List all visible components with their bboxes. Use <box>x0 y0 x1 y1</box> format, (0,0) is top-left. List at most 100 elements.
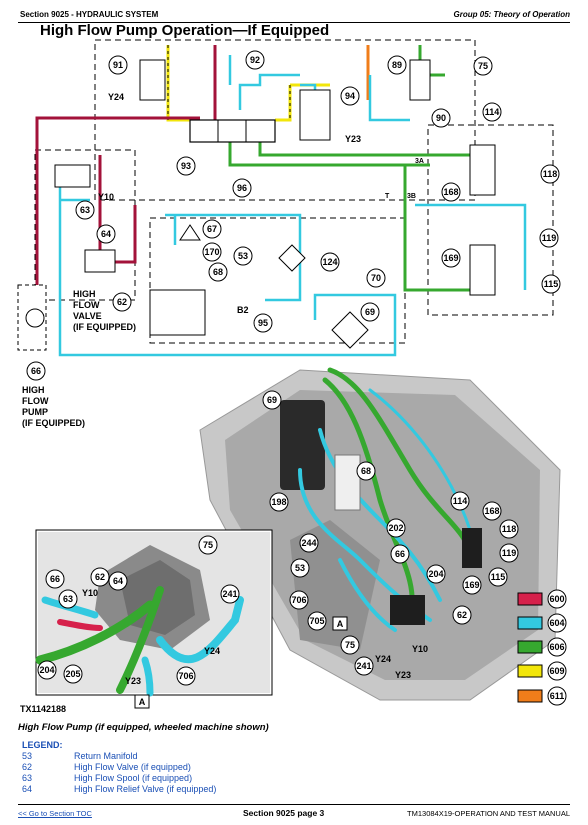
callout-95: 95 <box>253 313 273 333</box>
svg-text:198: 198 <box>271 497 286 507</box>
detail-inset <box>35 529 273 697</box>
control-valve-93 <box>189 119 276 143</box>
svg-text:66: 66 <box>50 574 60 584</box>
callout-p62: 62 <box>452 605 472 625</box>
callout-124: 124 <box>320 252 340 272</box>
callout-64: 64 <box>96 224 116 244</box>
callout-p66: 66 <box>390 544 410 564</box>
svg-text:62: 62 <box>95 572 105 582</box>
callout-i66: 66 <box>45 569 65 589</box>
page-number: Section 9025 page 3 <box>243 808 325 818</box>
svg-text:204: 204 <box>428 569 443 579</box>
svg-text:170: 170 <box>204 247 219 257</box>
schematic-labels: Y24 Y23 Y10 B2 T 3A 3B HIGH FLOW VALVE (… <box>22 92 424 428</box>
callout-p53: 53 <box>290 558 310 578</box>
filter-124 <box>278 244 306 272</box>
svg-text:169: 169 <box>464 580 479 590</box>
callout-115: 115 <box>541 274 561 294</box>
callout-94: 94 <box>340 86 360 106</box>
svg-text:T: T <box>385 193 390 200</box>
callout-p706: 706 <box>289 590 309 610</box>
figure-caption: High Flow Pump (if equipped, wheeled mac… <box>18 722 269 733</box>
svg-text:606: 606 <box>549 642 564 652</box>
battery-pack <box>280 400 325 490</box>
callout-89: 89 <box>387 55 407 75</box>
callout-iA: A <box>134 694 150 709</box>
svg-text:(IF EQUIPPED): (IF EQUIPPED) <box>22 418 85 428</box>
svg-text:HIGH: HIGH <box>73 289 96 299</box>
svg-text:118: 118 <box>543 169 558 179</box>
color-legend-600: 600 <box>517 589 567 609</box>
svg-text:168: 168 <box>484 506 499 516</box>
callout-p69: 69 <box>262 390 282 410</box>
callout-90: 90 <box>431 108 451 128</box>
high-flow-valve-photo <box>390 595 425 625</box>
callout-i75: 75 <box>198 535 218 555</box>
callout-i706: 706 <box>176 666 196 686</box>
svg-text:Y23: Y23 <box>345 134 361 144</box>
callout-114: 114 <box>482 102 502 122</box>
callout-p75: 75 <box>340 635 360 655</box>
legend-heading: LEGEND: <box>22 740 63 750</box>
svg-text:3A: 3A <box>415 158 424 165</box>
svg-text:611: 611 <box>550 691 565 701</box>
svg-text:FLOW: FLOW <box>22 396 49 406</box>
callout-p168: 168 <box>482 501 502 521</box>
svg-text:Y23: Y23 <box>395 670 411 680</box>
callout-i62: 62 <box>90 567 110 587</box>
page-title: High Flow Pump Operation—If Equipped <box>40 22 330 39</box>
svg-text:90: 90 <box>436 113 446 123</box>
svg-text:63: 63 <box>80 205 90 215</box>
svg-text:93: 93 <box>181 161 191 171</box>
callout-69: 69 <box>360 302 380 322</box>
svg-text:53: 53 <box>238 251 248 261</box>
svg-text:63: 63 <box>63 594 73 604</box>
svg-text:169: 169 <box>443 253 458 263</box>
svg-text:Y10: Y10 <box>412 644 428 654</box>
callout-p118: 118 <box>499 519 519 539</box>
section-title: Section 9025 - HYDRAULIC SYSTEM <box>20 10 159 19</box>
callout-i205: 205 <box>63 664 83 684</box>
callout-p204: 204 <box>426 564 446 584</box>
svg-text:706: 706 <box>178 671 193 681</box>
svg-text:202: 202 <box>388 523 403 533</box>
callout-168: 168 <box>441 182 461 202</box>
svg-text:64: 64 <box>101 229 111 239</box>
callout-i64: 64 <box>108 571 128 591</box>
reservoir-68 <box>149 289 206 336</box>
callout-p119: 119 <box>499 543 519 563</box>
callout-pA: A <box>332 616 348 631</box>
green-lines <box>228 45 470 292</box>
color-legend-606: 606 <box>517 637 567 657</box>
callout-p114: 114 <box>450 491 470 511</box>
callout-i63: 63 <box>58 589 78 609</box>
svg-text:92: 92 <box>250 55 260 65</box>
svg-text:75: 75 <box>203 540 213 550</box>
inset-callouts: 75 66 62 64 63 241 204 205 706 Y10 Y24 Y… <box>37 535 240 709</box>
valve-168 <box>469 144 496 196</box>
svg-text:HIGH: HIGH <box>22 385 45 395</box>
svg-text:119: 119 <box>502 548 517 558</box>
color-legend: 600 604 606 609 611 <box>517 589 567 706</box>
section-toc-link[interactable]: << Go to Section TOC <box>18 809 92 818</box>
callout-92: 92 <box>245 50 265 70</box>
callout-p705: 705 <box>307 611 327 631</box>
red-lines <box>35 45 217 290</box>
callout-119: 119 <box>539 228 559 248</box>
svg-text:3B: 3B <box>407 193 416 200</box>
svg-text:Y10: Y10 <box>98 192 114 202</box>
cooler-69 <box>331 311 369 349</box>
callout-169: 169 <box>441 248 461 268</box>
cyan-lines <box>58 55 527 357</box>
callout-p115: 115 <box>488 567 508 587</box>
callout-170: 170 <box>202 242 222 262</box>
svg-text:115: 115 <box>544 279 559 289</box>
svg-text:604: 604 <box>549 618 564 628</box>
callout-96: 96 <box>232 178 252 198</box>
callout-i204: 204 <box>37 660 57 680</box>
svg-text:Y10: Y10 <box>82 588 98 598</box>
svg-text:69: 69 <box>267 395 277 405</box>
